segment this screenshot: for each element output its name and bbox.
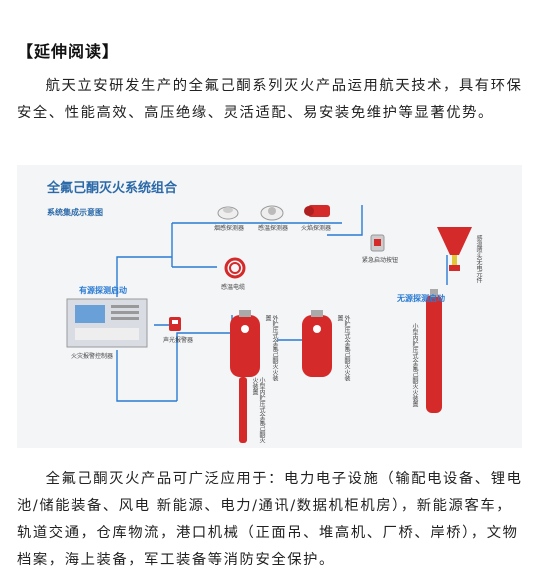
label-cyl4: 小型内贮压式全氟己酮灭火装置: [411, 323, 418, 407]
sound-light-alarm-icon: [169, 317, 181, 331]
label-nozzle: 感温喷头无电元件: [475, 235, 482, 283]
figure-title: 全氟己酮灭火系统组合: [47, 181, 178, 196]
smoke-detector-icon: [217, 206, 239, 220]
label-cyl2: 外贮压式全氟己酮灭火装置: [336, 315, 350, 381]
diagram-graphics: [66, 205, 472, 443]
heat-detector-icon: [260, 205, 284, 221]
cylinder-3-icon: [239, 377, 247, 443]
heat-cable-icon: [224, 257, 246, 279]
label-emergency: 紧急启动按钮: [362, 257, 399, 264]
connector-left-main: [116, 256, 172, 297]
figure-subtitle: 系统集成示意图: [47, 208, 103, 217]
cylinder-1-icon: [230, 310, 260, 377]
nozzle-icon: [437, 227, 472, 271]
label-smoke: 烟感探测器: [214, 225, 245, 232]
intro-paragraph: 航天立安研发生产的全氟己酮系列灭火产品运用航天技术，具有环保安全、性能高效、高压…: [17, 78, 523, 121]
label-flame: 火焰探测器: [301, 225, 332, 232]
flame-detector-icon: [304, 205, 330, 217]
label-panel: 火灾报警控制器: [71, 353, 114, 360]
cylinder-4-icon: [426, 289, 442, 413]
section-heading: 【延伸阅读】: [17, 42, 120, 61]
label-cyl3: 小型内贮压式全氟己酮灭火装置: [251, 377, 265, 443]
connector-emergency: [327, 205, 363, 236]
label-alarm: 声光报警器: [163, 337, 194, 344]
connector-lower: [116, 350, 177, 402]
emergency-button-icon: [370, 234, 385, 252]
cylinder-2-icon: [302, 310, 332, 377]
label-cyl1: 外贮压式全氟己酮灭火装置: [264, 315, 278, 381]
connector-cyl-a: [176, 332, 232, 401]
application-paragraph: 全氟己酮灭火产品可广泛应用于：电力电子设施（输配电设备、锂电池/储能装备、风电 …: [17, 471, 523, 568]
left-start-label: 有源探测启动: [79, 286, 127, 295]
control-panel-icon: [66, 298, 148, 348]
system-diagram: 全氟己酮灭火系统组合 系统集成示意图 烟感探测器 感温探测器 火焰探测器 紧急启…: [17, 165, 522, 448]
right-start-label: 无源探测启动: [397, 294, 445, 303]
label-cable: 感温电缆: [221, 284, 246, 291]
label-heat: 感温探测器: [258, 225, 289, 232]
